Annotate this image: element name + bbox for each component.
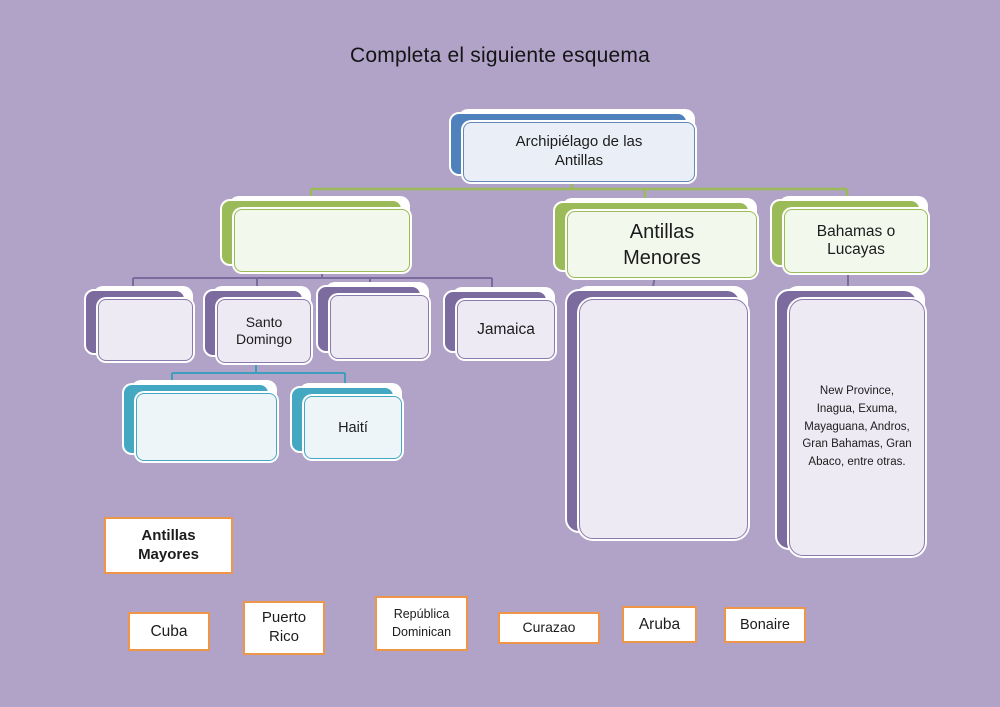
node-haiti-label: Haití bbox=[338, 419, 368, 436]
node-santo-domingo-label: Santo Domingo bbox=[235, 313, 293, 348]
node-antillas-menores: Antillas Menores bbox=[553, 198, 757, 278]
node-republica-dominicana-blank bbox=[122, 380, 277, 461]
word-cuba[interactable]: Cuba bbox=[128, 612, 210, 651]
node-bahamas-content: New Province, Inagua, Exuma, Mayaguana, … bbox=[775, 286, 925, 556]
word-label: Antillas Mayores bbox=[138, 526, 199, 563]
node-jamaica: Jamaica bbox=[443, 287, 555, 359]
node-santo-domingo: Santo Domingo bbox=[203, 286, 311, 363]
node-cuba-blank bbox=[84, 286, 193, 361]
word-republica-dominican[interactable]: República Dominican bbox=[375, 596, 468, 651]
node-antillas-mayores-blank bbox=[220, 196, 410, 272]
node-bahamas-lucayas-label: Bahamas o Lucayas bbox=[816, 223, 896, 258]
node-puerto-rico-blank bbox=[316, 282, 429, 359]
word-antillas-mayores[interactable]: Antillas Mayores bbox=[104, 517, 233, 574]
node-bahamas-lucayas-label-box: Bahamas o Lucayas bbox=[784, 209, 928, 273]
drop-target-cuba[interactable] bbox=[98, 299, 193, 361]
word-label: Aruba bbox=[638, 615, 681, 633]
drop-target-republica-dominicana[interactable] bbox=[136, 393, 277, 461]
node-archipielago-label-box: Archipiélago de las Antillas bbox=[463, 122, 695, 182]
word-label: República Dominican bbox=[391, 607, 452, 639]
word-puerto-rico[interactable]: Puerto Rico bbox=[243, 601, 325, 655]
node-haiti: Haití bbox=[290, 383, 402, 459]
node-archipielago-label: Archipiélago de las Antillas bbox=[515, 133, 643, 169]
node-jamaica-label-box: Jamaica bbox=[457, 300, 555, 359]
drop-target-antillas-menores-content[interactable] bbox=[579, 299, 748, 539]
node-bahamas-content-label: New Province, Inagua, Exuma, Mayaguana, … bbox=[802, 384, 912, 469]
page-title: Completa el siguiente esquema bbox=[350, 44, 650, 67]
word-label: Puerto Rico bbox=[261, 609, 307, 645]
word-label: Bonaire bbox=[740, 617, 790, 633]
word-aruba[interactable]: Aruba bbox=[622, 606, 697, 643]
drop-target-puerto-rico[interactable] bbox=[330, 295, 429, 359]
node-antillas-menores-label-box: Antillas Menores bbox=[567, 211, 757, 278]
node-jamaica-label: Jamaica bbox=[477, 320, 535, 338]
node-antillas-menores-content-blank bbox=[565, 286, 748, 539]
node-bahamas-content-box: New Province, Inagua, Exuma, Mayaguana, … bbox=[789, 299, 925, 556]
node-bahamas-lucayas: Bahamas o Lucayas bbox=[770, 196, 928, 273]
word-bonaire[interactable]: Bonaire bbox=[724, 607, 806, 643]
word-curazao[interactable]: Curazao bbox=[498, 612, 600, 644]
node-santo-domingo-label-box: Santo Domingo bbox=[217, 299, 311, 363]
node-haiti-label-box: Haití bbox=[304, 396, 402, 459]
node-archipielago-antillas: Archipiélago de las Antillas bbox=[449, 109, 695, 182]
node-antillas-menores-label: Antillas Menores bbox=[623, 220, 701, 269]
word-label: Cuba bbox=[150, 622, 188, 640]
word-label: Curazao bbox=[522, 619, 576, 636]
drop-target-antillas-mayores[interactable] bbox=[234, 209, 410, 272]
